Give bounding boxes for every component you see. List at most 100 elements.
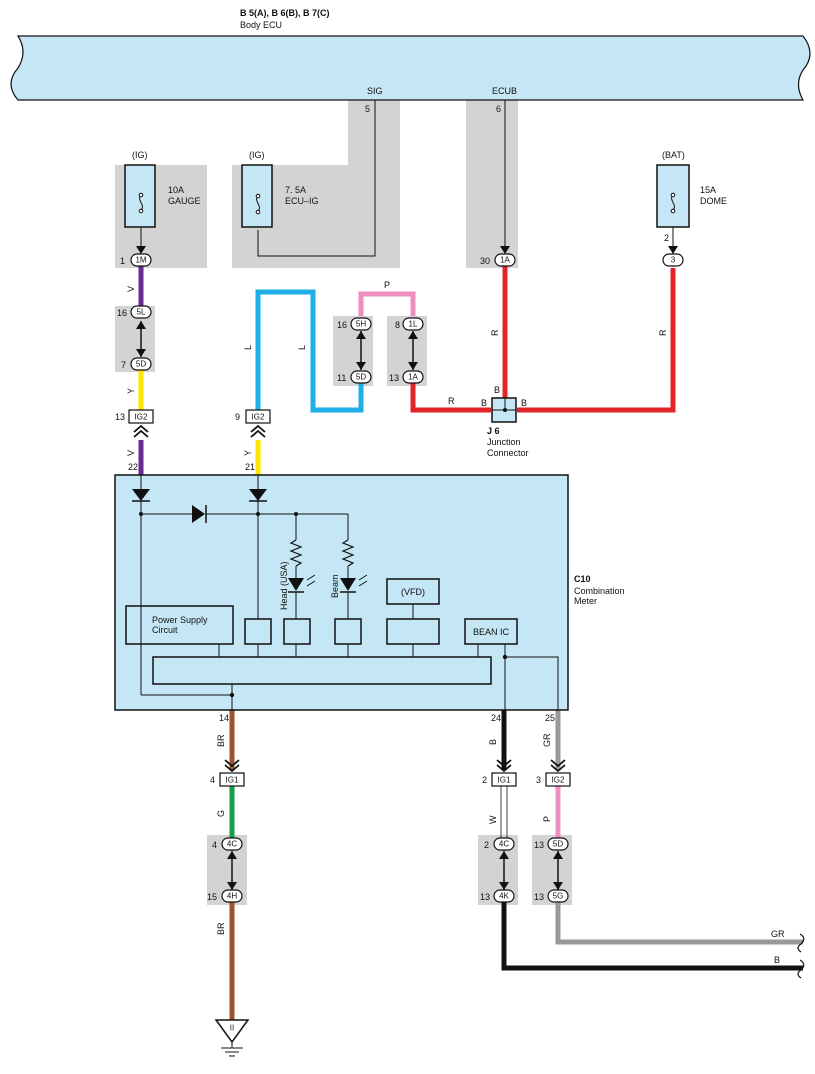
junction-name1: Junction <box>487 437 521 447</box>
conn-IG1-b: IG1 <box>498 776 511 785</box>
meter-internal-wiring <box>140 475 559 710</box>
fuse-dome <box>656 164 690 228</box>
fuse-ecu-ig-name: ECU–IG <box>285 196 319 206</box>
pin-25: 25 <box>545 713 555 723</box>
wire-V-1: V <box>126 286 136 292</box>
pin-16-a: 16 <box>117 308 127 318</box>
body-ecu-bar <box>10 35 811 101</box>
chevrons <box>133 424 566 773</box>
bean-ic-label: BEAN IC <box>473 627 510 637</box>
pin-24: 24 <box>491 713 501 723</box>
wire-B-2: B <box>774 955 780 965</box>
pin-30: 30 <box>480 256 490 266</box>
conn-5H: 5H <box>356 320 366 329</box>
pin-22: 22 <box>128 462 138 472</box>
wire-W: W <box>488 815 498 824</box>
ecu-pin-ecub-label: ECUB <box>492 86 517 96</box>
wire-G: G <box>216 810 226 817</box>
ecu-pin-sig-num: 5 <box>365 104 370 114</box>
wire-V-2: V <box>126 450 136 456</box>
power-supply-line2: Circuit <box>152 625 178 635</box>
conn-4C-right: 4C <box>499 840 509 849</box>
conn-4C-left: 4C <box>227 840 237 849</box>
conn-1M: 1M <box>135 256 146 265</box>
conn-IG2-c: IG2 <box>552 776 565 785</box>
fuse-ecu-ig <box>241 164 273 228</box>
beam-label: Beam <box>330 574 340 598</box>
wire-BR-2: BR <box>216 922 226 935</box>
pin-14: 14 <box>219 713 229 723</box>
conn-4K: 4K <box>499 892 509 901</box>
resistors <box>289 539 355 567</box>
wire-Y-2: Y <box>243 450 253 456</box>
wire-BR-1: BR <box>216 734 226 747</box>
pin-13-a: 13 <box>389 373 399 383</box>
junction-pin-top: B <box>494 385 500 395</box>
wire-Y-1: Y <box>126 388 136 394</box>
meter-blocks <box>125 578 518 685</box>
fuse-gauge-rating: 10A <box>168 185 184 195</box>
led-beam <box>340 574 368 593</box>
vfd-label: (VFD) <box>401 587 425 597</box>
pin-11: 11 <box>337 373 346 383</box>
conn-1A-top: 1A <box>500 256 510 265</box>
wire-R-3: R <box>658 329 668 336</box>
led-head <box>288 574 316 593</box>
pin-13-b: 13 <box>115 412 125 422</box>
fuse-ecu-ig-rating: 7. 5A <box>285 185 306 195</box>
wire-R-1: R <box>448 396 455 406</box>
wire-L-2: L <box>297 345 307 350</box>
conn-5L: 5L <box>137 308 146 317</box>
pin-13-c: 13 <box>480 892 490 902</box>
pin-16-b: 16 <box>337 320 347 330</box>
fuse-dome-source: (BAT) <box>662 150 685 160</box>
conn-IG2-b: IG2 <box>252 413 265 422</box>
meter-name1: Combination <box>574 586 625 596</box>
ecu-title: B 5(A), B 6(B), B 7(C) <box>240 8 330 18</box>
pin-4-a: 4 <box>210 775 215 785</box>
pin-13-d: 13 <box>534 840 544 850</box>
conn-1L: 1L <box>409 320 418 329</box>
head-label: Head (USA) <box>279 561 289 610</box>
ecu-name: Body ECU <box>240 20 282 30</box>
meter-id: C10 <box>574 574 591 584</box>
junction-id: J 6 <box>487 426 500 436</box>
ground-label: II <box>230 1024 234 1033</box>
white-wire <box>500 786 508 838</box>
ig-connectors <box>128 409 571 787</box>
fuse-dome-rating: 15A <box>700 185 716 195</box>
wire-GR-2: GR <box>771 929 785 939</box>
ecu-pin-sig-label: SIG <box>367 86 383 96</box>
power-supply-line1: Power Supply <box>152 615 208 625</box>
wire-B-1: B <box>488 739 498 745</box>
junction-connector <box>491 397 517 423</box>
wire-R-2: R <box>490 329 500 336</box>
fuse-gauge <box>124 164 156 228</box>
conn-IG1-a: IG1 <box>226 776 239 785</box>
conn-1A-mid: 1A <box>408 373 418 382</box>
inline-arrowheads <box>136 321 563 890</box>
pin-9: 9 <box>235 412 240 422</box>
thin-wires <box>140 100 674 257</box>
pin-13-e: 13 <box>534 892 544 902</box>
conn-5G: 5G <box>553 892 564 901</box>
conn-5D-mid: 5D <box>356 373 366 382</box>
pin-2-dome: 2 <box>664 233 669 243</box>
meter-name2: Meter <box>574 596 597 606</box>
pin-8: 8 <box>395 320 400 330</box>
fuse-gauge-source: (IG) <box>132 150 148 160</box>
conn-5D-right: 5D <box>553 840 563 849</box>
junction-pin-right: B <box>521 398 527 408</box>
ground-symbol <box>214 1019 250 1057</box>
wire-P-1: P <box>384 280 390 290</box>
conn-5D-left: 5D <box>136 360 146 369</box>
wire-GR-1: GR <box>542 733 552 747</box>
conn-4H: 4H <box>227 892 237 901</box>
pin-3: 3 <box>536 775 541 785</box>
colored-wires <box>138 266 803 1020</box>
pin-1: 1 <box>120 256 125 266</box>
pin-15: 15 <box>207 892 217 902</box>
conn-3: 3 <box>671 256 676 265</box>
